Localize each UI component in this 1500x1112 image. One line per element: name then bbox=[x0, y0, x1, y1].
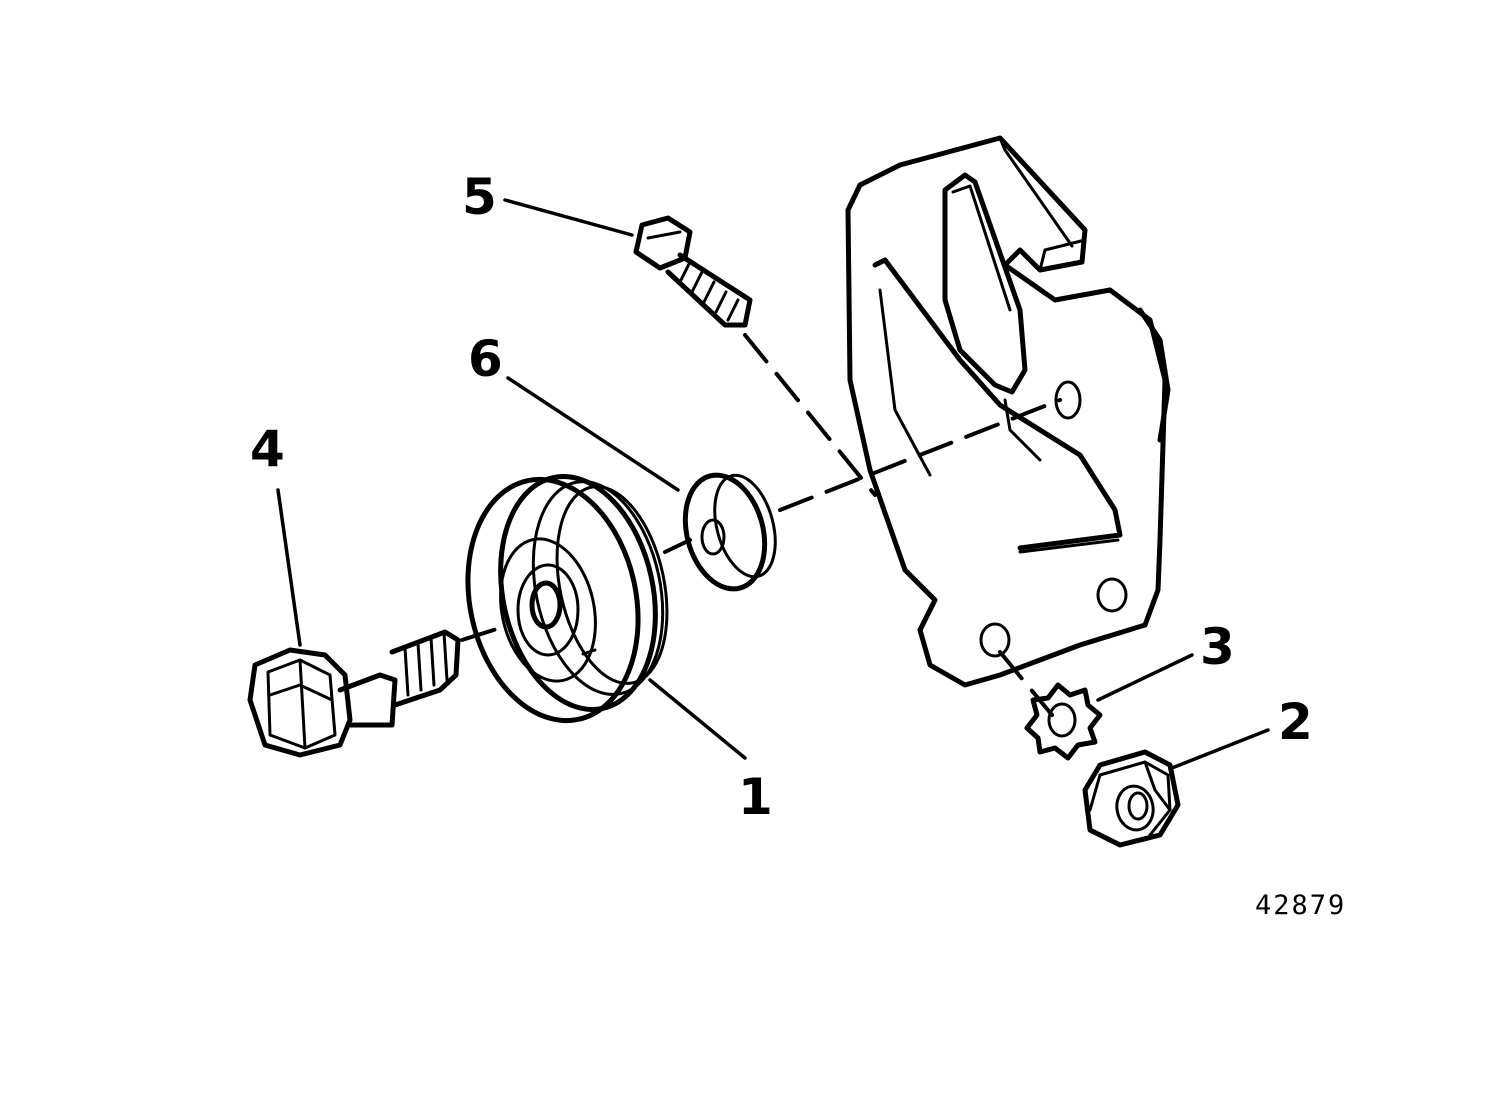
hex-nut-part-2 bbox=[1082, 749, 1181, 848]
nut-centerline bbox=[998, 650, 1054, 717]
callout-2: 2 bbox=[1278, 693, 1313, 751]
leader-line-2 bbox=[1170, 728, 1270, 770]
pulley-part-1 bbox=[465, 474, 669, 724]
figure-number: 42879 bbox=[1255, 890, 1347, 921]
callout-1: 1 bbox=[738, 768, 773, 826]
screw-part-5 bbox=[633, 215, 753, 328]
mounting-bracket bbox=[845, 135, 1171, 688]
bolt-part-4 bbox=[247, 626, 502, 758]
leader-line-4 bbox=[276, 488, 302, 647]
callout-4: 4 bbox=[250, 420, 285, 478]
leader-line-6 bbox=[506, 376, 680, 492]
leader-line-5 bbox=[503, 198, 634, 237]
lock-washer-part-3 bbox=[1024, 682, 1103, 761]
leader-line-1 bbox=[648, 678, 747, 760]
leader-line-3 bbox=[1096, 653, 1194, 702]
callout-6: 6 bbox=[468, 330, 503, 388]
screw-centerline bbox=[743, 333, 877, 497]
washer-part-6 bbox=[682, 472, 777, 592]
callout-5: 5 bbox=[462, 168, 497, 226]
pulley-axis-centerline bbox=[778, 398, 1062, 512]
callout-3: 3 bbox=[1200, 618, 1235, 676]
